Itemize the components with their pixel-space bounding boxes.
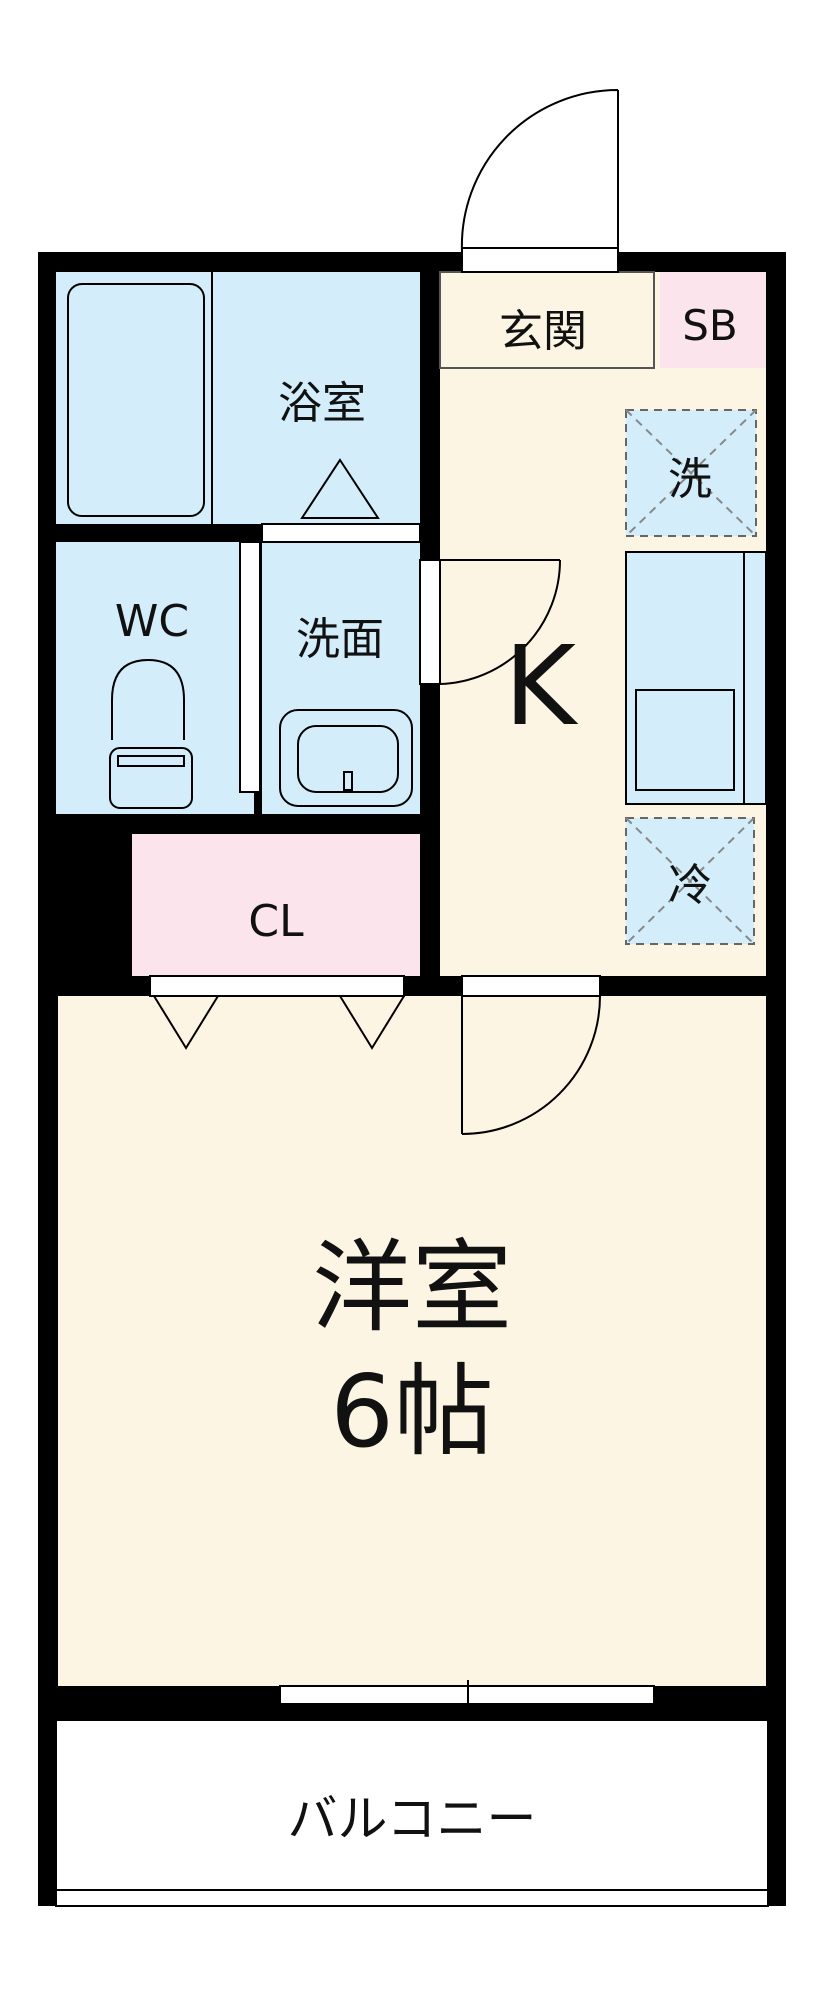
- sink-bowl: [297, 725, 399, 793]
- fridge-cross-2: [625, 817, 755, 945]
- room-door-opening: [461, 975, 601, 997]
- balcony-label: バルコニー: [288, 1790, 537, 1848]
- toilet-seat: [117, 755, 185, 767]
- entrance-door-opening: [461, 247, 619, 273]
- room-door-swing: [461, 995, 601, 1135]
- kitchen-counter: [625, 551, 767, 805]
- washroom-label: 洗面: [296, 614, 384, 665]
- western-room: [58, 996, 766, 1686]
- closet-door-rail: [149, 975, 405, 997]
- bathtub: [67, 283, 205, 517]
- vanity: [279, 709, 413, 807]
- toilet-bowl: [111, 658, 185, 740]
- balcony-post-right: [768, 1704, 786, 1906]
- bath-drain: [300, 458, 380, 519]
- entrance-label: 玄関: [499, 306, 587, 357]
- fridge-label: 冷: [668, 860, 712, 911]
- shoe-box: [660, 272, 766, 368]
- faucet: [343, 771, 353, 791]
- closet: [132, 834, 420, 976]
- western-room-label: 洋室: [312, 1229, 512, 1346]
- western-room-size: 6帖: [330, 1353, 494, 1470]
- washroom: [262, 542, 420, 814]
- balcony: [55, 1719, 769, 1907]
- toilet-door: [239, 541, 261, 793]
- bathroom-label: 浴室: [278, 378, 366, 429]
- toilet-tank: [109, 747, 193, 809]
- bathroom: [56, 272, 420, 524]
- shoe-box-label: SB: [682, 301, 737, 350]
- washroom-door-opening: [419, 559, 441, 685]
- closet-door-left: [153, 995, 219, 1050]
- entrance-door-swing: [460, 89, 619, 253]
- toilet-label: WC: [115, 596, 189, 647]
- kitchen-label: K: [504, 622, 579, 750]
- washer-label: 洗: [668, 454, 712, 505]
- balcony-post-left: [38, 1704, 56, 1906]
- kitchen-sink: [635, 689, 735, 791]
- closet-door-right: [339, 995, 405, 1050]
- washer-cross-2: [625, 409, 757, 537]
- bath-door: [261, 523, 421, 543]
- toilet: [56, 542, 254, 814]
- closet-label: CL: [248, 896, 304, 947]
- washroom-door-swing: [439, 559, 561, 685]
